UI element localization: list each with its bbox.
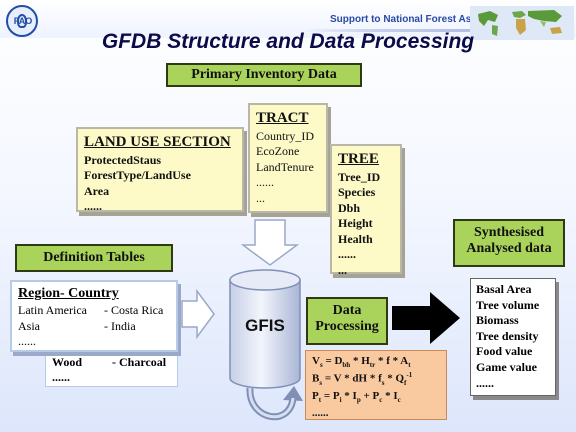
region-row-left: Latin America xyxy=(18,303,87,318)
land-use-item: Area xyxy=(84,183,110,198)
output-item: ...... xyxy=(476,375,494,390)
gfis-database-icon xyxy=(229,269,301,389)
formula-production: Pt = Pi * Ip + Pc * Ic xyxy=(312,389,401,404)
region-country-heading: Region- Country xyxy=(18,286,119,301)
region-row-right: - India xyxy=(104,318,136,333)
data-processing-line1: Data xyxy=(332,303,362,318)
tract-card: TRACT Country_ID EcoZone LandTenure ....… xyxy=(248,103,328,213)
tract-heading: TRACT xyxy=(256,110,309,126)
world-map-icon xyxy=(470,6,574,40)
region-more: ...... xyxy=(18,334,36,349)
region-country-card: Region- Country Latin America - Costa Ri… xyxy=(10,280,178,352)
tract-item: ...... xyxy=(256,175,274,190)
tree-item: Tree_ID xyxy=(338,169,381,184)
fao-logo: FAO xyxy=(6,5,38,37)
formula-biomass: Bs = V * dH * fs * Qf-1 xyxy=(312,370,413,387)
tree-item: ...... xyxy=(338,247,356,262)
wood-row-left: Wood xyxy=(52,355,83,369)
output-item: Basal Area xyxy=(476,282,532,296)
output-item: Tree volume xyxy=(476,297,540,312)
page-title: GFDB Structure and Data Processing xyxy=(101,30,475,53)
land-use-section-card: LAND USE SECTION ProtectedStaus ForestTy… xyxy=(76,127,244,214)
wood-row-right: - Charcoal xyxy=(112,355,167,369)
synthesised-line2: Analysed data xyxy=(466,241,552,257)
region-row-right: - Costa Rica xyxy=(104,303,164,318)
wood-row: Wood - Charcoal xyxy=(52,355,171,370)
data-processing-label: Data Processing xyxy=(306,297,388,345)
tree-heading: TREE xyxy=(338,151,379,167)
tract-item: Country_ID xyxy=(256,128,314,143)
data-processing-line2: Processing xyxy=(315,319,379,335)
region-row-left: Asia xyxy=(18,318,40,333)
formula-volume: Vs = Dbh * Htr * f * At xyxy=(312,355,411,370)
loop-arrow-icon xyxy=(246,387,297,421)
synthesised-label: Synthesised Analysed data xyxy=(453,219,565,267)
tree-item: Species xyxy=(338,185,376,200)
output-item: Tree density xyxy=(476,328,539,343)
down-arrow-icon xyxy=(240,219,300,266)
banner-rule xyxy=(300,29,550,32)
outputs-card: Basal Area Tree volume Biomass Tree dens… xyxy=(470,278,556,396)
formula-more: ...... xyxy=(312,406,329,419)
output-item: Food value xyxy=(476,344,533,359)
tree-item: Height xyxy=(338,216,373,231)
land-use-item: ForestType/LandUse xyxy=(84,168,191,183)
tree-item: Health xyxy=(338,231,373,246)
gfis-label: GFIS xyxy=(245,316,285,335)
land-use-heading: LAND USE SECTION xyxy=(84,134,231,150)
wood-more: ...... xyxy=(52,370,70,384)
right-arrow-icon xyxy=(181,288,215,340)
support-banner: Support to National Forest Assessment xyxy=(330,14,518,25)
output-arrow-icon xyxy=(392,292,460,344)
definition-tables-label: Definition Tables xyxy=(15,244,173,272)
formula-card: Vs = Dbh * Htr * f * At Bs = V * dH * fs… xyxy=(305,350,447,420)
region-row: Latin America - Costa Rica xyxy=(18,303,170,319)
logo-text: FAO xyxy=(13,16,33,26)
region-row: Asia - India xyxy=(18,319,170,335)
synthesised-line1: Synthesised xyxy=(473,225,545,240)
land-use-item: ...... xyxy=(84,199,102,214)
tree-card: TREE Tree_ID Species Dbh Height Health .… xyxy=(330,144,402,277)
primary-inventory-label: Primary Inventory Data xyxy=(166,63,362,87)
tract-item: ... xyxy=(256,190,265,205)
tree-item: ... xyxy=(338,263,347,278)
tree-item: Dbh xyxy=(338,200,361,215)
wheat-icon xyxy=(17,14,27,28)
output-item: Biomass xyxy=(476,313,519,328)
output-item: Game value xyxy=(476,359,537,374)
tract-item: LandTenure xyxy=(256,159,314,174)
tract-item: EcoZone xyxy=(256,144,300,159)
land-use-item: ProtectedStaus xyxy=(84,152,162,167)
